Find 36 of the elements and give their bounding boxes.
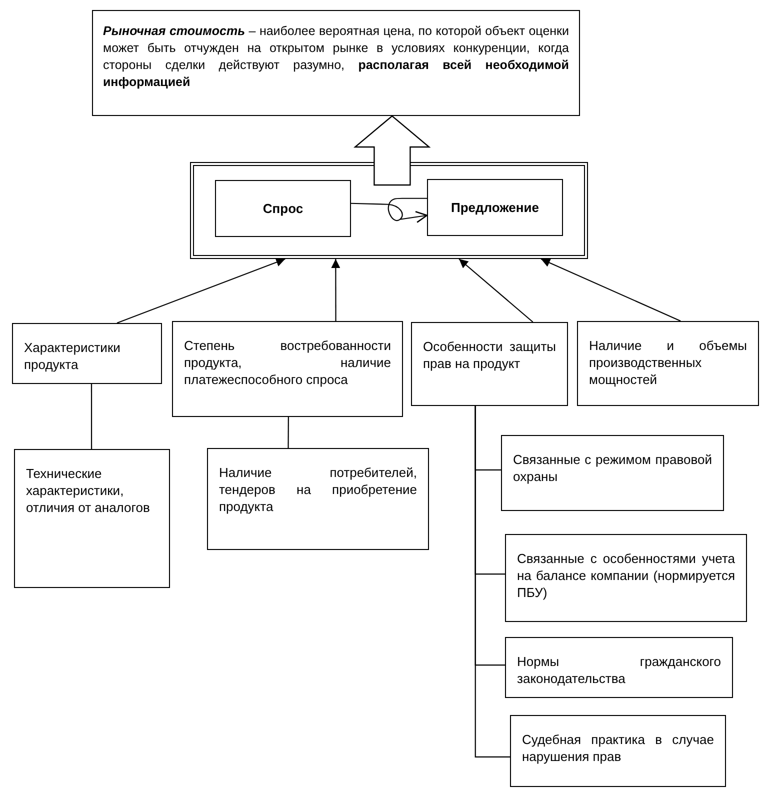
double-bordered-panel (190, 162, 588, 259)
definition-text: Рыночная стоимость – наиболее вероятная цена, по которой объект оценки может быть отчужден на открытом рынке в условиях конкуренции, когда стороны сделки действуют разумно, располагая всей необходимой информацией (103, 23, 569, 91)
factor-box (505, 637, 733, 698)
factor-box (172, 321, 403, 417)
factor-text: Связанные с особенностями учета на балансе компании (нормируется ПБУ) (517, 550, 735, 601)
factor-text: Технические характеристики, отличия от аналогов (26, 465, 151, 516)
factor-text: Судебная практика в случае нарушения прав (522, 731, 714, 765)
factor-box (12, 323, 162, 384)
factor-text: Характеристики продукта (24, 339, 122, 373)
factor-text: Степень востребованности продукта, наличие платежеспособного спроса (184, 337, 391, 388)
box-label: Предложение (451, 199, 539, 216)
arrow (540, 258, 681, 322)
factor-text: Связанные с режимом правовой охраны (513, 451, 712, 485)
factor-text: Особенности защиты прав на продукт (423, 338, 556, 372)
connector-line (474, 406, 510, 758)
block-arrow (353, 115, 431, 186)
arrow (331, 259, 340, 321)
factor-box (411, 322, 568, 406)
factor-box (577, 321, 759, 406)
factor-text: Нормы гражданского законодательства (517, 653, 721, 687)
factor-text: Наличие потребителей, тендеров на приобретение продукта (219, 464, 417, 515)
arrow (116, 258, 286, 324)
arrow (458, 258, 534, 322)
factor-box (14, 449, 170, 588)
box-label: Спрос (262, 200, 304, 217)
factor-box (510, 715, 726, 787)
loop-arrow (350, 198, 428, 223)
process-box (427, 179, 563, 236)
factor-text: Наличие и объемы производственных мощностей (589, 337, 747, 388)
factor-box (505, 534, 747, 622)
connector-line (90, 384, 92, 449)
factor-box (501, 435, 724, 511)
definition-box (92, 10, 580, 116)
connector-line (288, 417, 289, 448)
process-box (215, 180, 351, 237)
factor-box (207, 448, 429, 550)
